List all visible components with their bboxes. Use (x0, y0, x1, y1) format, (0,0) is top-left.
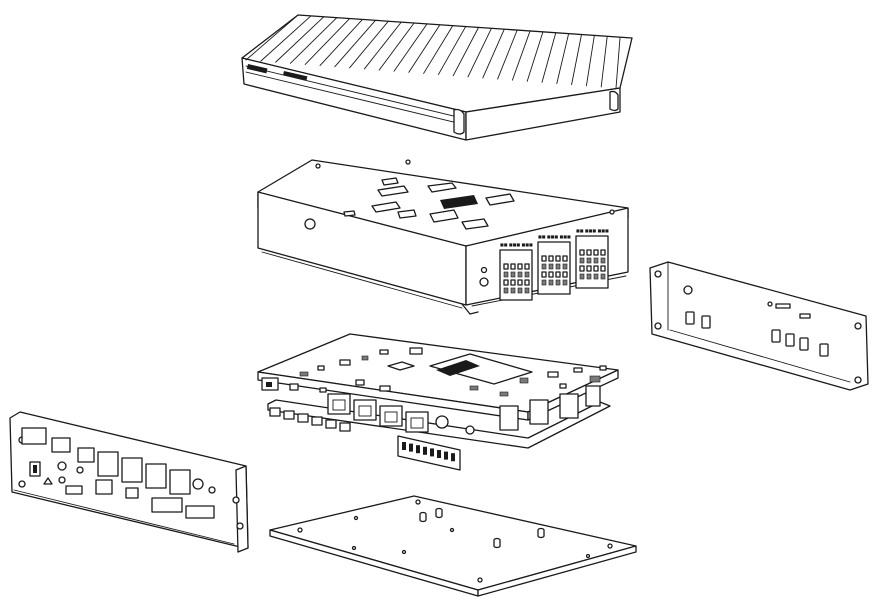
rear-antenna-port-1 (685, 311, 695, 325)
svg-text:■■ ■■■ ■■■: ■■ ■■■ ■■■ (576, 228, 609, 233)
ethernet-ports (327, 393, 429, 433)
heatsink-top-cover (241, 14, 633, 141)
main-board (257, 333, 619, 471)
terminal-block (397, 435, 461, 471)
usb-port (97, 451, 119, 477)
tray-top-cutouts (343, 177, 515, 230)
board-components (269, 347, 607, 432)
svg-text:■■ ■■■ ■■■: ■■ ■■■ ■■■ (538, 234, 571, 239)
front-io-panel (9, 411, 249, 553)
standoffs (419, 507, 545, 549)
svg-text:■■ ■■■ ■■■: ■■ ■■■ ■■■ (500, 242, 533, 247)
bottom-plate (269, 495, 637, 597)
terminal-cutout (151, 497, 183, 513)
tray-connector-cutouts: ■■ ■■■ ■■■ ■■ ■■■ ■■■ ■■ ■■■ ■■■ (499, 228, 609, 301)
rear-antenna-port-2 (701, 315, 711, 329)
front-port-1 (21, 427, 47, 445)
rear-io-panel (649, 261, 869, 391)
mounting-hole (304, 218, 316, 230)
heatsink-fins (245, 14, 621, 89)
brand-logo-mark (246, 64, 268, 74)
chassis-tray: ■■ ■■■ ■■■ ■■ ■■■ ■■■ ■■ ■■■ ■■■ (257, 159, 629, 315)
